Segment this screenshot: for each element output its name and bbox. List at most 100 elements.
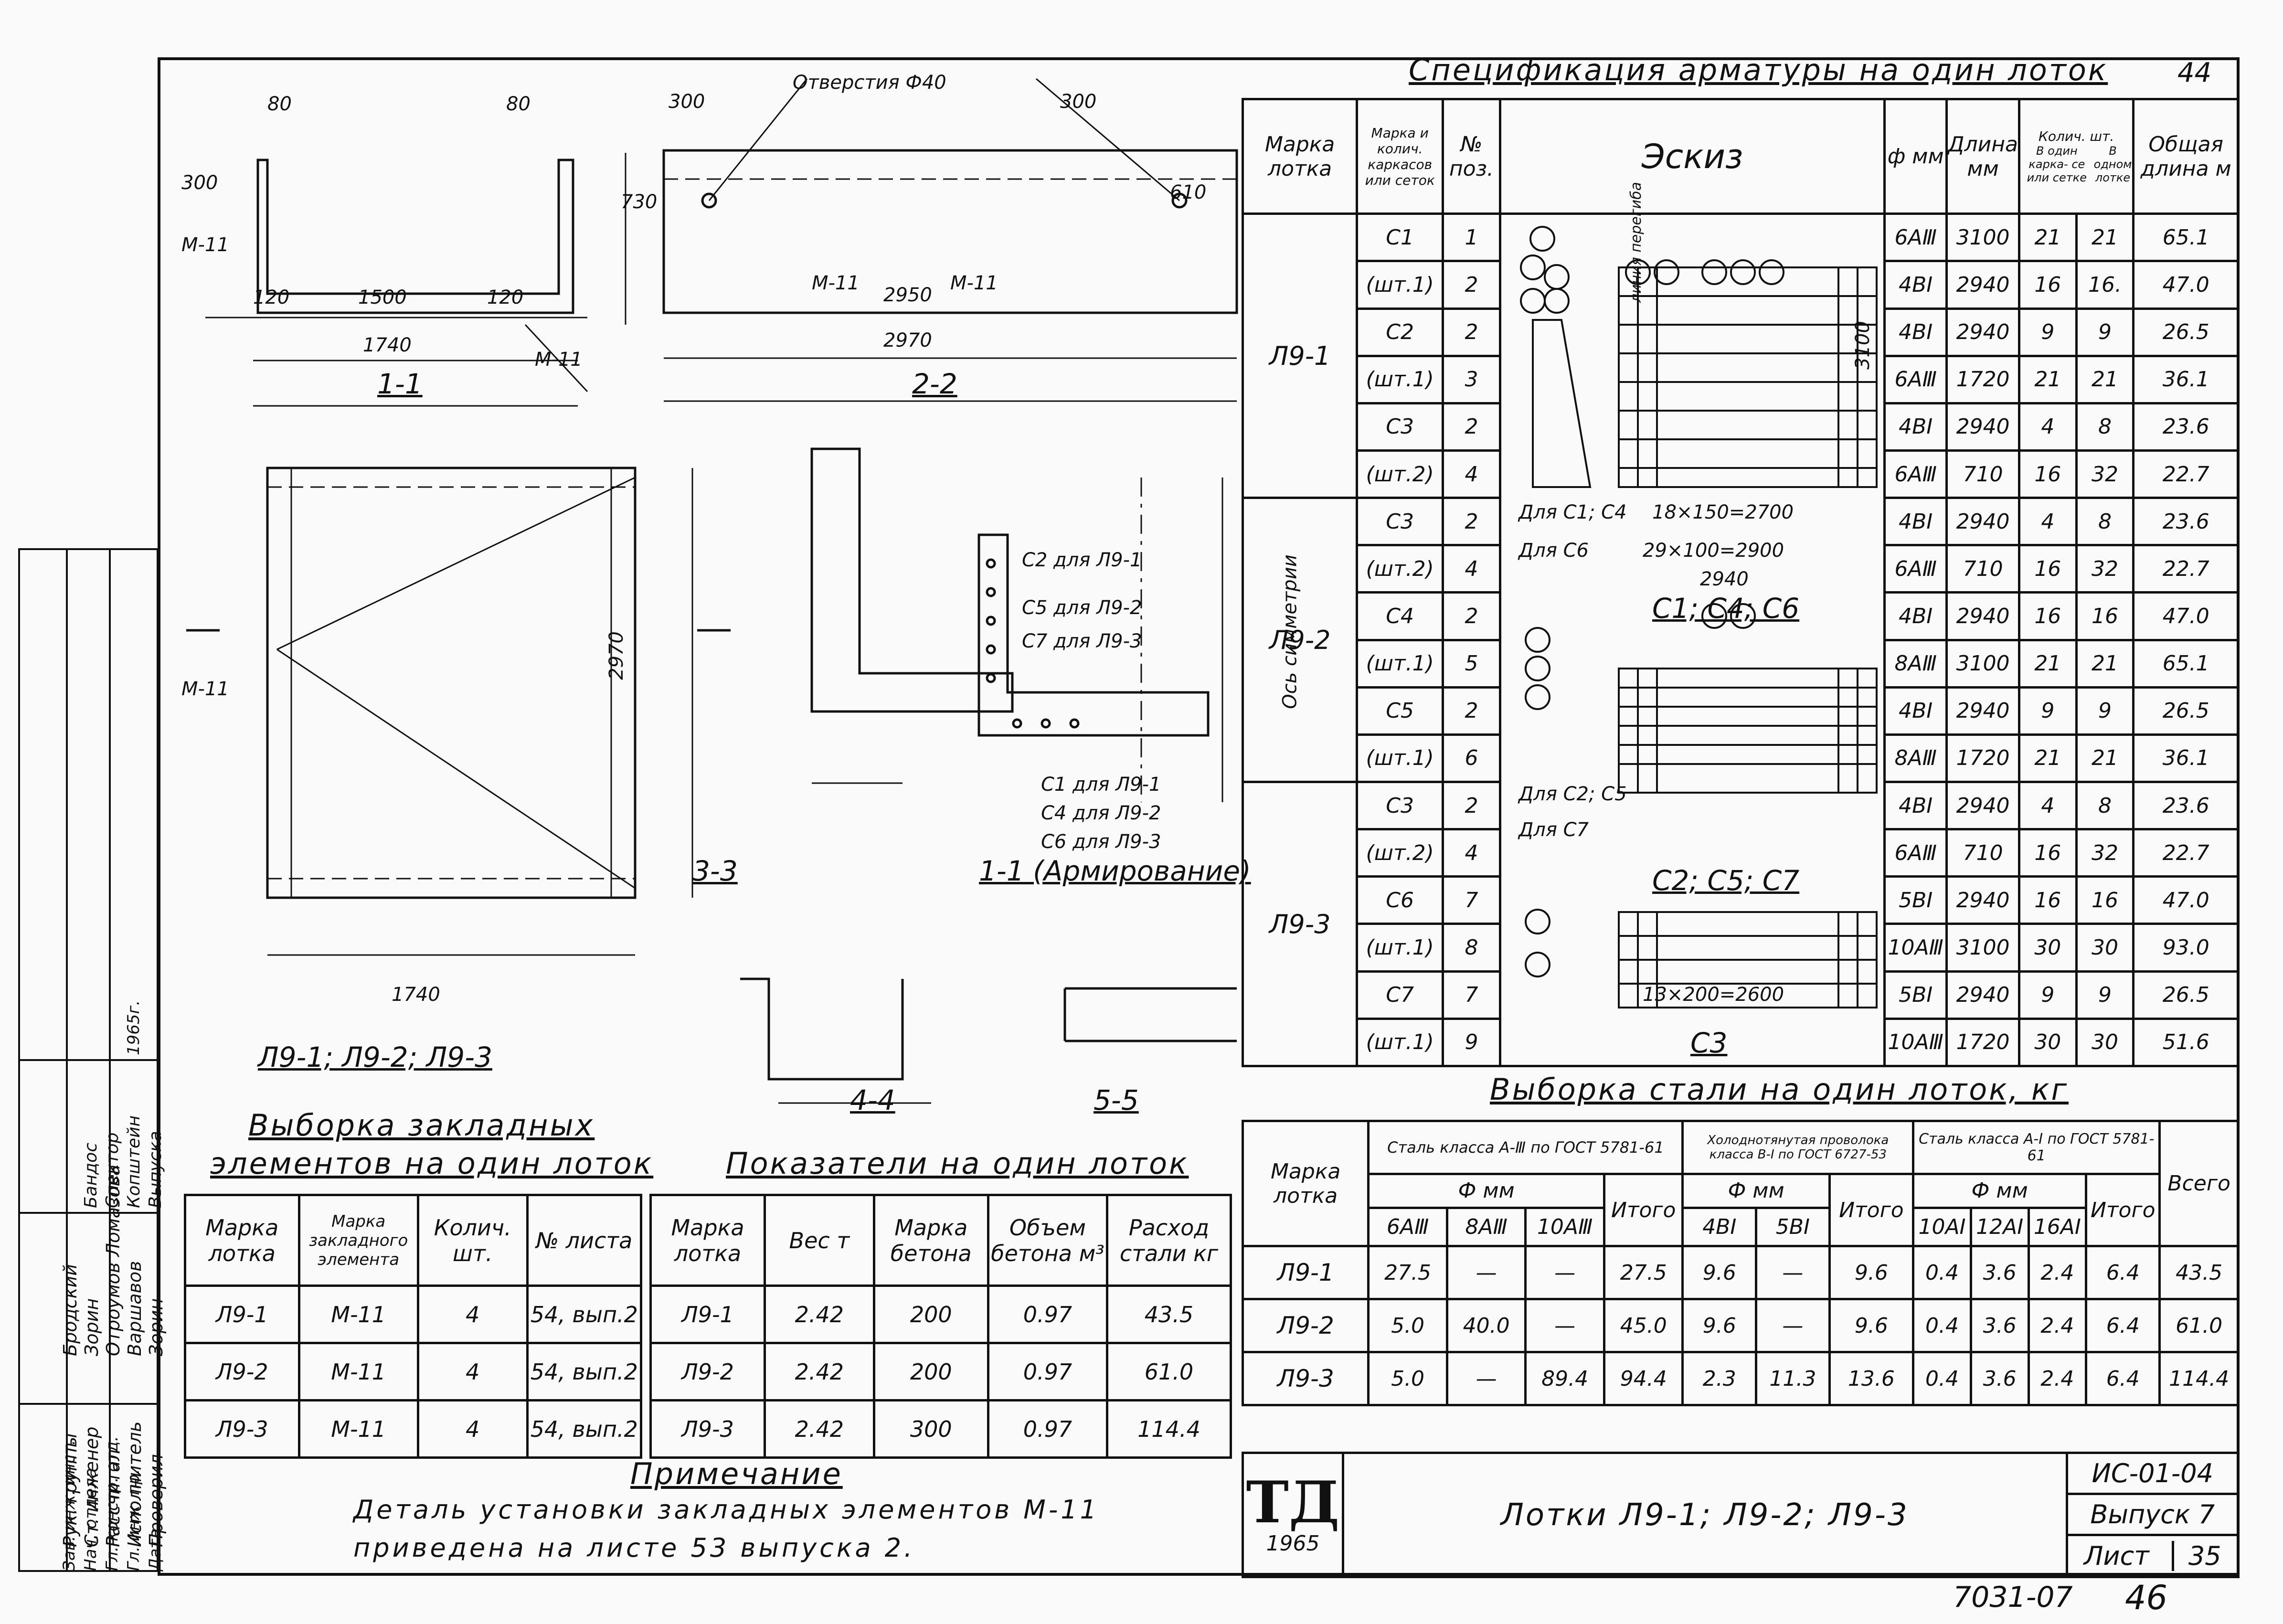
dim-80-left: 80 [267,93,292,115]
sketch-frame-3 [1525,909,1878,1008]
steel-cell: 13.6 [1828,1351,1915,1406]
steel-col-9: 16АⅠ [2027,1206,2088,1248]
embed-cell: М-11 [297,1399,419,1459]
spec-frame: (шт.2) [1356,449,1444,499]
embed-cell: Л9-1 [184,1284,300,1344]
side-stamp [18,548,159,1572]
spec-q2: 32 [2075,544,2135,594]
dim-730: 730 [621,191,658,213]
steel-cell: 9.6 [1681,1245,1758,1301]
steel-mark: Л9-3 [1241,1351,1370,1406]
dim-1740: 1740 [363,334,412,356]
steel-table: Марка лотка Сталь класса А-Ⅲ по ГОСТ 578… [1241,1119,2240,1406]
spec-pos: 2 [1442,497,1501,547]
embed-h-2: Колич. шт. [416,1194,529,1287]
spec-diam: 5ВⅠ [1883,875,1948,925]
spec-h-qty-label: Колич. шт. [2039,128,2114,145]
l-section-drawing [810,447,1014,784]
spec-q1: 16 [2018,875,2078,925]
ind-h-3: Объем бетона м³ [987,1194,1108,1287]
steel-cell: 5.0 [1367,1351,1448,1406]
spec-diam: 4ВⅠ [1883,402,1948,452]
spec-len: 3100 [1945,923,2020,973]
spec-len: 710 [1945,828,2020,878]
spec-pos: 6 [1442,733,1501,784]
spec-q1: 30 [2018,923,2078,973]
spec-h-mark: Марка лотка [1241,97,1359,215]
spec-total: 65.1 [2132,638,2240,689]
spec-pos: 1 [1442,212,1501,263]
side-year: 1965г. [124,1000,143,1055]
spec-q1: 4 [2018,781,2078,831]
spec-frame: С3 [1356,781,1444,831]
spec-h-diam: ф мм [1883,97,1948,215]
reinforcement-drawing [977,478,1223,802]
steel-h-b1: Холоднотянутая проволока класса В-Ⅰ по Г… [1681,1120,1915,1175]
spec-pos: 2 [1442,402,1501,452]
steel-cell: 3.6 [1969,1351,2030,1406]
sheet-cell: Лист 35 [2065,1534,2240,1578]
spec-pos: 4 [1442,828,1501,878]
spec-len: 2940 [1945,686,2020,736]
side-name-2: Зорин [81,1298,102,1356]
dim-1500: 1500 [358,287,407,308]
steel-h-a1: Сталь класса А-Ⅰ по ГОСТ 5781-61 [1912,1120,2161,1175]
section-5-5-caption: 5-5 [1094,1084,1139,1116]
spec-diam: 4ВⅠ [1883,781,1948,831]
spec-diam: 6АⅢ [1883,828,1948,878]
spec-total: 51.6 [2132,1017,2240,1068]
spec-pos: 2 [1442,686,1501,736]
side-name2-1: Бандос [81,1142,101,1208]
spec-table: Марка лотка Марка и колич. каркасов или … [1241,97,2240,1068]
spec-h-qty: Колич. шт. В один карка- се или сетке В … [2018,97,2135,215]
dim-80-right: 80 [506,93,531,115]
spec-mark: Л9-1 [1241,212,1359,499]
spec-total: 23.6 [2132,402,2240,452]
steel-cell: 5.0 [1367,1298,1448,1354]
steel-cell: 9.6 [1828,1298,1915,1354]
dim-300-2-left: 300 [669,91,705,113]
spec-h-len: Длина мм [1945,97,2020,215]
spec-q2: 16 [2075,591,2135,641]
spec-len: 3100 [1945,638,2020,689]
spec-q2: 32 [2075,828,2135,878]
steel-cell: — [1524,1298,1605,1354]
steel-mark: Л9-2 [1241,1298,1370,1354]
dim-300: 300 [181,172,218,194]
spec-sketch-cell [1498,212,1886,1067]
plan-caption: Л9-1; Л9-2; Л9-3 [258,1041,492,1073]
indicators-cell: 2.42 [764,1284,875,1344]
sketch-l5: 2940 [1700,568,1749,590]
spec-title: Спецификация арматуры на один лоток [1409,53,2108,87]
embed-title-2: элементов на один лоток [210,1146,654,1181]
sketch-l8: Для С7 [1518,819,1589,841]
steel-cell: 2.4 [2027,1351,2088,1406]
spec-h-frame: Марка и колич. каркасов или сеток [1356,97,1444,215]
spec-mark: Л9-3 [1241,781,1359,1067]
td-logo: ТД [1246,1469,1340,1536]
spec-diam: 6АⅢ [1883,212,1948,263]
label-c7: С7 для Л9-3 [1022,630,1142,652]
label-m11-b: М-11 [535,349,583,371]
label-c5: С5 для Л9-2 [1022,597,1142,619]
spec-frame: (шт.2) [1356,828,1444,878]
label-c6: С6 для Л9-3 [1041,831,1161,853]
spec-frame: С1 [1356,212,1444,263]
spec-q1: 4 [2018,497,2078,547]
spec-q2: 21 [2075,638,2135,689]
steel-col-5: 5ВⅠ [1755,1206,1831,1248]
indicators-cell: 0.97 [987,1342,1108,1401]
spec-frame: (шт.1) [1356,638,1444,689]
spec-q2: 32 [2075,449,2135,499]
sketch-frame-1 [1520,226,1878,488]
spec-len: 710 [1945,449,2020,499]
spec-total: 22.7 [2132,544,2240,594]
